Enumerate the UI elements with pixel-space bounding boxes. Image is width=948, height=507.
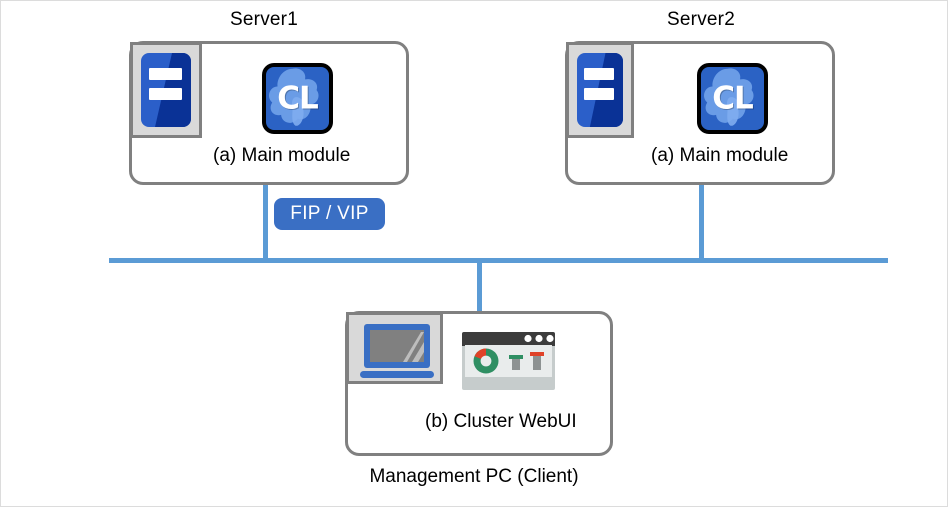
server2-cl-logo-icon: CL: [697, 63, 768, 134]
server-icon-bar-top: [583, 67, 615, 81]
management-pc-laptop-icon: [346, 312, 443, 384]
fip-vip-badge: FIP / VIP: [274, 198, 385, 230]
server-icon-body: [141, 53, 191, 127]
server2-drop-line: [699, 185, 704, 261]
server-icon-body: [577, 53, 623, 127]
server-icon-bar-bottom: [148, 87, 182, 101]
cl-logo-text: CL: [277, 80, 319, 116]
management-pc-drop-line: [477, 259, 482, 313]
bar-glyph-green: [509, 355, 523, 370]
server2-module-label: (a) Main module: [651, 145, 789, 166]
cl-logo-text: CL: [712, 80, 754, 116]
server1-drop-line: [263, 185, 268, 261]
bar-glyph-red: [530, 352, 544, 370]
server1-title: Server1: [230, 9, 298, 30]
cl-logo-splash-icon: [269, 68, 319, 126]
server-icon-bar-bottom: [583, 87, 615, 101]
network-bus-line: [109, 258, 888, 263]
server1-module-label: (a) Main module: [213, 145, 351, 166]
server1-cl-logo-icon: CL: [262, 63, 333, 134]
browser-dashboard-icon-glyph: [462, 332, 555, 390]
management-pc-caption: Management PC (Client): [369, 466, 579, 487]
server-icon-bar-top: [148, 67, 182, 81]
server2-server-icon: [566, 42, 634, 138]
cl-logo-splash-icon: [704, 68, 754, 126]
server2-title: Server2: [667, 9, 735, 30]
donut-chart-glyph: [473, 348, 499, 374]
laptop-icon-glyph: [360, 324, 434, 378]
management-pc-browser-icon: [462, 332, 555, 390]
cluster-webui-label: (b) Cluster WebUI: [425, 411, 577, 432]
fip-vip-label: FIP / VIP: [290, 203, 369, 224]
server1-server-icon: [130, 42, 202, 138]
